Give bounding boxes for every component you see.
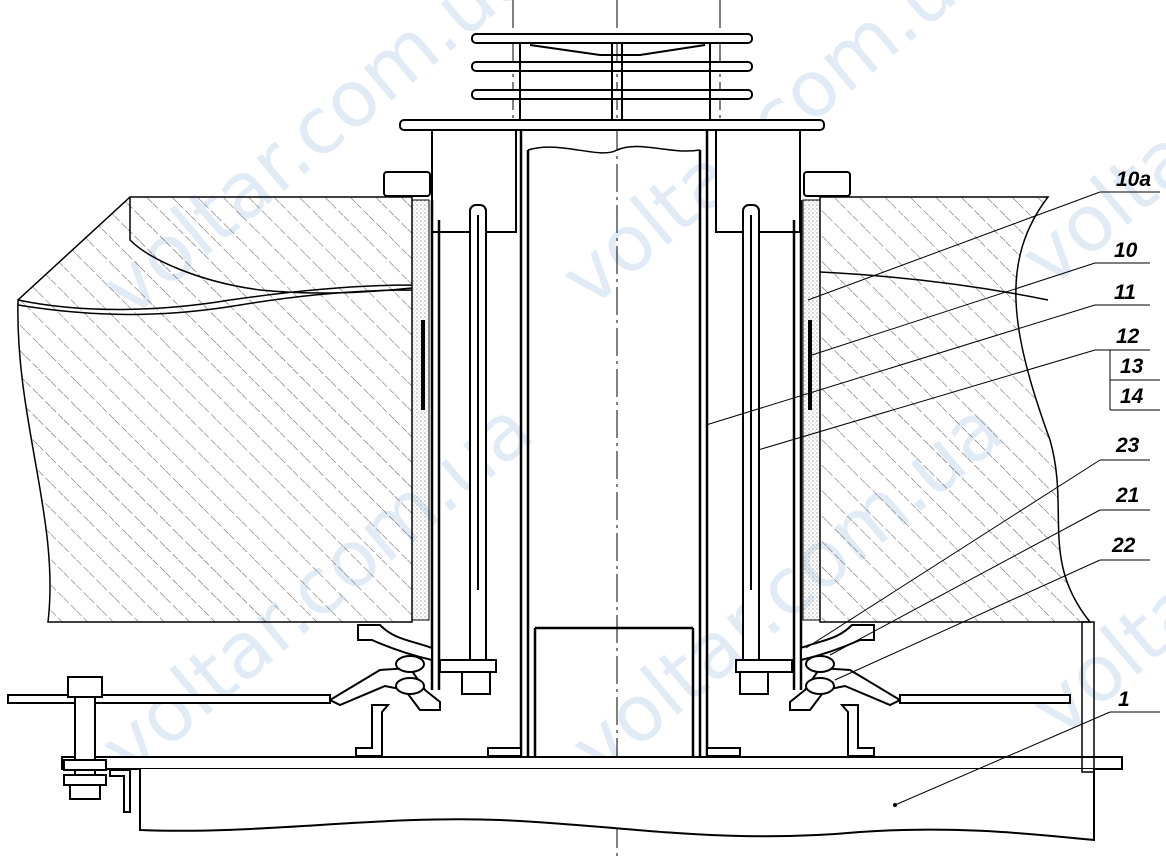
leader-lines — [705, 191, 1160, 807]
callout-10a: 10a — [1116, 168, 1151, 191]
callout-labels: 10a 10 11 12 13 14 23 21 22 1 — [1111, 168, 1151, 711]
callout-1: 1 — [1118, 688, 1130, 711]
seal-layer-left — [411, 199, 430, 621]
lower-brackets — [327, 624, 903, 757]
callout-12: 12 — [1116, 325, 1140, 348]
callout-22: 22 — [1111, 534, 1136, 557]
outer-sleeve — [421, 200, 812, 690]
callout-11: 11 — [1114, 281, 1136, 304]
callout-13: 13 — [1120, 355, 1144, 378]
wall-right — [819, 196, 1092, 623]
wall-left — [17, 196, 413, 623]
top-cap — [399, 33, 825, 131]
callout-14: 14 — [1120, 385, 1144, 408]
callout-21: 21 — [1115, 484, 1139, 507]
base-structure — [7, 621, 1123, 842]
callout-23: 23 — [1115, 434, 1140, 457]
inner-pipe — [519, 130, 709, 756]
callout-10: 10 — [1114, 239, 1138, 262]
watermark-text: voltar.com.ua — [1004, 0, 1166, 305]
bolt-assembly — [63, 676, 131, 813]
threaded-rods — [439, 204, 793, 695]
